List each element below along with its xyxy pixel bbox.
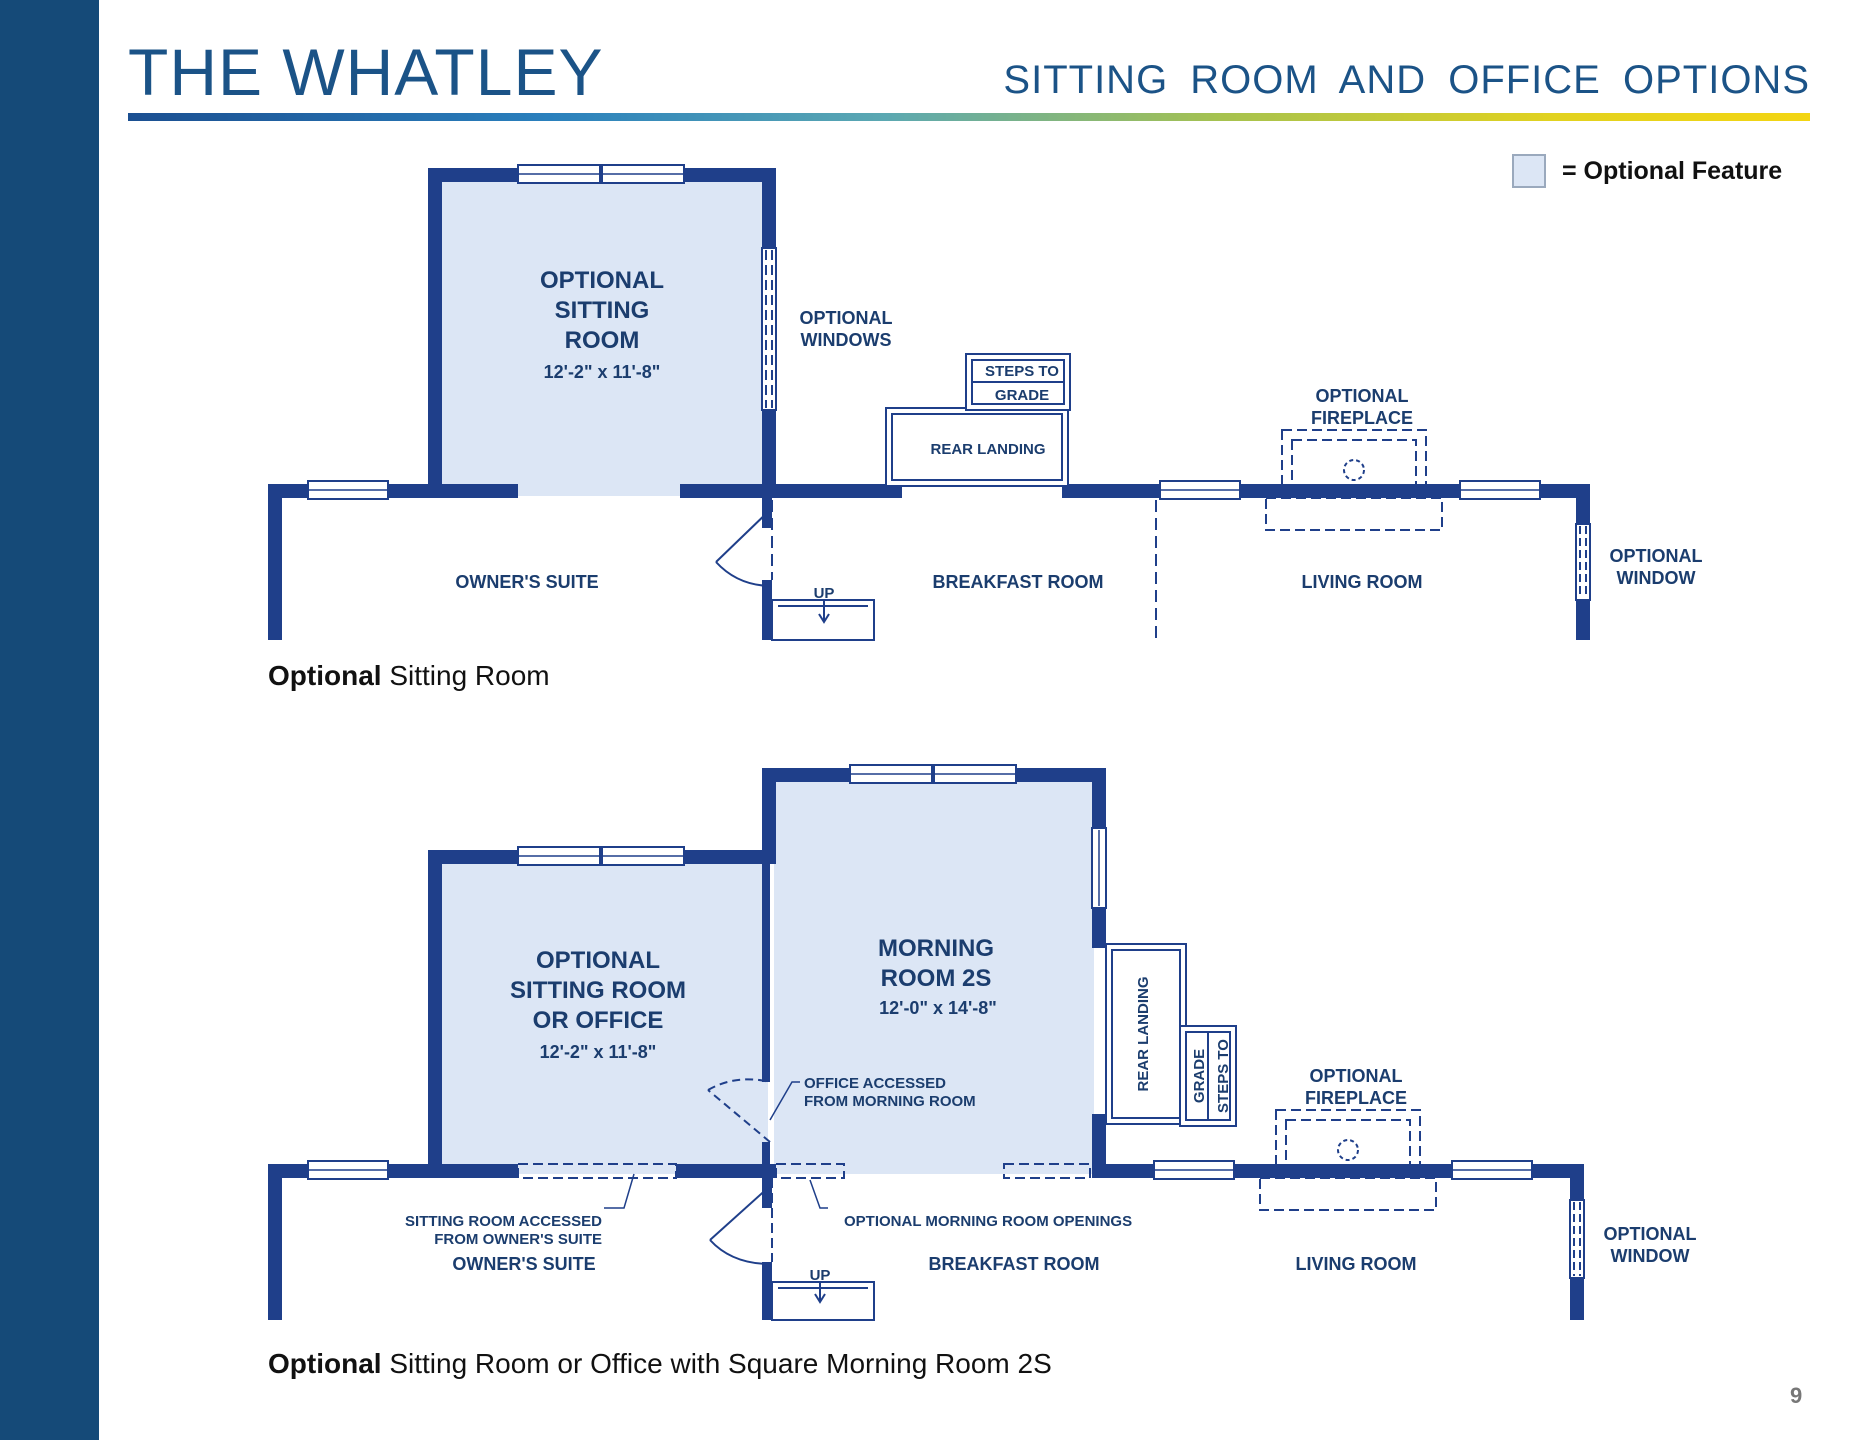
optional-sitting-room-area	[440, 180, 762, 496]
top-windows	[517, 764, 1017, 866]
optional-windows-label-line2: WINDOWS	[801, 330, 892, 350]
owners-suite-window	[307, 1160, 389, 1180]
legend-label: = Optional Feature	[1562, 156, 1783, 185]
gradient-rule	[128, 113, 1810, 121]
living-room-windows	[1159, 480, 1541, 500]
sidebar-band	[0, 0, 99, 1440]
page-subtitle: SITTING ROOM AND OFFICE OPTIONS	[1003, 58, 1810, 102]
stairs-up	[771, 1281, 875, 1321]
up-label: UP	[814, 585, 835, 602]
optional-window-right	[1569, 1199, 1585, 1279]
room-dividers	[771, 500, 1157, 640]
living-room-label: LIVING ROOM	[1302, 572, 1423, 592]
optional-fireplace-symbol	[1259, 1109, 1437, 1211]
optional-window-label-line1: OPTIONAL	[1610, 546, 1703, 566]
optional-fireplace-line1: OPTIONAL	[1310, 1066, 1403, 1086]
steps-to-grade-line1: STEPS TO	[985, 363, 1059, 380]
sitting-room-title-line2: SITTING	[555, 297, 650, 324]
sitting-room-window	[517, 164, 685, 184]
up-label: UP	[810, 1267, 831, 1284]
optional-openings-dashed	[517, 1163, 1091, 1179]
sitting-room-accessed-line2: FROM OWNER'S SUITE	[434, 1231, 602, 1248]
steps-to-grade-line2: GRADE	[995, 387, 1049, 404]
optional-sitting-room-area	[440, 862, 768, 1174]
optional-fireplace-line1: OPTIONAL	[1316, 386, 1409, 406]
sitting-morning-divider	[762, 864, 770, 1178]
caption-plan1: Optional Sitting Room	[268, 660, 550, 692]
owners-suite-door	[715, 507, 773, 587]
optional-fireplace-line2: FIREPLACE	[1305, 1088, 1407, 1108]
legend-swatch	[1512, 154, 1546, 188]
office-accessed-line1: OFFICE ACCESSED	[804, 1075, 946, 1092]
sitting-room-title-line1: OPTIONAL	[536, 947, 660, 974]
living-room-windows	[1153, 1160, 1533, 1180]
owners-suite-label: OWNER'S SUITE	[455, 572, 598, 592]
living-room-label: LIVING ROOM	[1296, 1254, 1417, 1274]
office-accessed-line2: FROM MORNING ROOM	[804, 1093, 976, 1110]
page-title: THE WHATLEY	[128, 35, 604, 109]
caption-plan2: Optional Sitting Room or Office with Squ…	[268, 1348, 1052, 1380]
rear-landing	[1105, 943, 1237, 1127]
caption-plan2-bold: Optional	[268, 1348, 382, 1379]
office-door-swing	[707, 1078, 771, 1143]
sitting-room-dimensions: 12'-2" x 11'-8"	[540, 1042, 657, 1062]
optional-window-label-line2: WINDOW	[1611, 1246, 1690, 1266]
morning-room-side-window	[1091, 827, 1107, 909]
sitting-room-title-line1: OPTIONAL	[540, 267, 664, 294]
rear-wall	[268, 484, 1590, 640]
owners-suite-label: OWNER'S SUITE	[452, 1254, 595, 1274]
sitting-room-title-line3: OR OFFICE	[533, 1007, 664, 1034]
sitting-room-title-line3: ROOM	[565, 327, 640, 354]
sitting-room-dimensions: 12'-2" x 11'-8"	[544, 362, 661, 382]
optional-windows-marks	[761, 247, 777, 411]
morning-room-dimensions: 12'-0" x 14'-8"	[879, 998, 997, 1018]
morning-room-area	[774, 782, 1094, 1174]
caption-plan1-rest: Sitting Room	[381, 660, 550, 691]
floor-plan-sitting-room: OPTIONAL SITTING ROOM 12'-2" x 11'-8" OP…	[268, 164, 1703, 641]
breakfast-room-label: BREAKFAST ROOM	[929, 1254, 1100, 1274]
optional-openings-label: OPTIONAL MORNING ROOM OPENINGS	[844, 1213, 1132, 1230]
floor-plan-office-morning-room: OPTIONAL SITTING ROOM OR OFFICE 12'-2" x…	[268, 764, 1697, 1321]
optional-windows-label-line1: OPTIONAL	[800, 308, 893, 328]
rear-landing-label: REAR LANDING	[1135, 977, 1152, 1092]
sitting-room-title-line2: SITTING ROOM	[510, 977, 686, 1004]
rear-landing	[885, 353, 1071, 487]
sitting-room-accessed-line1: SITTING ROOM ACCESSED	[405, 1213, 602, 1230]
steps-to-label: STEPS TO	[1215, 1039, 1232, 1113]
grade-label: GRADE	[1191, 1049, 1208, 1103]
optional-fireplace-symbol	[1265, 429, 1443, 531]
leader-lines	[604, 1081, 828, 1209]
morning-room-title-line1: MORNING	[878, 935, 994, 962]
optional-window-label-line1: OPTIONAL	[1604, 1224, 1697, 1244]
optional-window-right	[1575, 523, 1591, 601]
owners-suite-window	[307, 480, 389, 500]
optional-window-label-line2: WINDOW	[1617, 568, 1696, 588]
caption-plan2-rest: Sitting Room or Office with Square Morni…	[381, 1348, 1052, 1379]
rear-landing-label: REAR LANDING	[931, 441, 1046, 458]
breakfast-room-label: BREAKFAST ROOM	[933, 572, 1104, 592]
stairs-up	[771, 599, 875, 641]
morning-room-title-line2: ROOM 2S	[881, 965, 992, 992]
page-number: 9	[1790, 1383, 1803, 1408]
owners-suite-door	[709, 1178, 773, 1265]
legend: = Optional Feature	[1512, 154, 1782, 188]
caption-plan1-bold: Optional	[268, 660, 382, 691]
optional-fireplace-line2: FIREPLACE	[1311, 408, 1413, 428]
